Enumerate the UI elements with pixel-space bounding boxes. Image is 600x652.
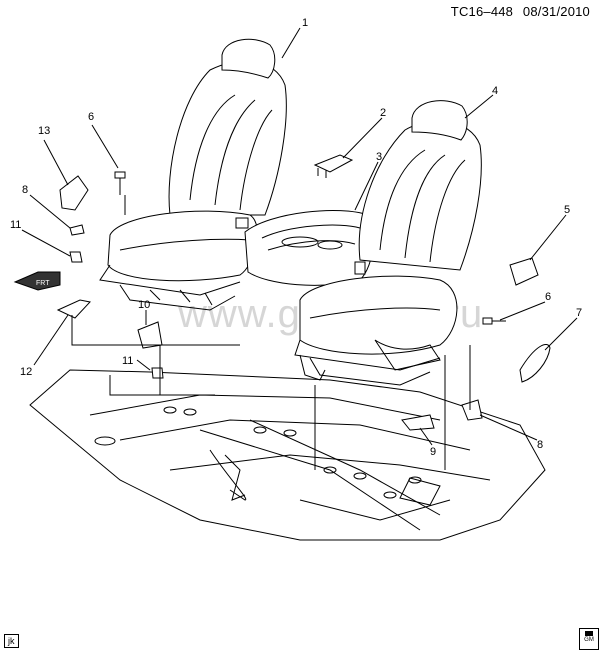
callout-2: 2 — [380, 107, 386, 119]
callout-5: 5 — [564, 204, 570, 216]
right-front-seat — [294, 100, 482, 386]
callout-10: 10 — [138, 299, 150, 311]
callout-6-right: 6 — [545, 291, 551, 303]
parts — [56, 154, 551, 431]
callout-8-right: 8 — [537, 439, 543, 451]
footer-tag: jk — [4, 634, 19, 648]
callout-8-left: 8 — [22, 184, 28, 196]
left-front-seat — [99, 38, 287, 311]
figure-date: 08/31/2010 — [522, 4, 590, 19]
callout-11-left: 11 — [10, 219, 21, 231]
figure-code: TC16–448 — [450, 4, 514, 19]
callout-1: 1 — [302, 17, 308, 29]
callout-11-center: 11 — [122, 355, 133, 367]
front-arrow-icon: FRT — [13, 271, 61, 291]
figure-header: TC16–448 08/31/2010 — [445, 4, 590, 19]
callout-9: 9 — [430, 446, 436, 458]
callout-4: 4 — [492, 85, 498, 97]
gm-badge: GM — [579, 628, 599, 650]
leader-lines — [21, 27, 578, 470]
callout-3: 3 — [376, 151, 382, 163]
callout-6-left: 6 — [88, 111, 94, 123]
floor-pan — [29, 369, 546, 541]
callout-12: 12 — [20, 366, 32, 378]
callout-7: 7 — [576, 307, 582, 319]
callout-13: 13 — [38, 125, 50, 137]
gm-badge-text: GM — [584, 637, 594, 643]
callouts: 1 2 3 4 5 6 6 7 8 8 9 10 11 11 12 13 — [10, 17, 582, 458]
front-arrow-label: FRT — [36, 280, 50, 287]
gm-badge-icon — [585, 631, 593, 636]
